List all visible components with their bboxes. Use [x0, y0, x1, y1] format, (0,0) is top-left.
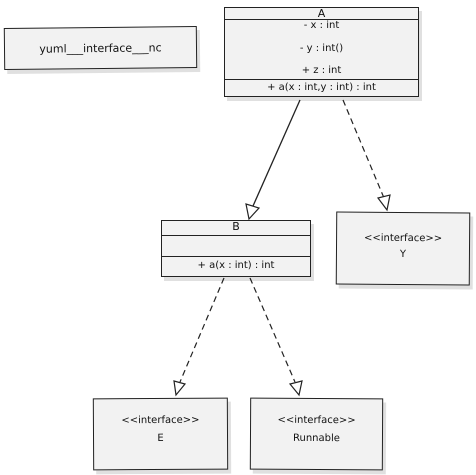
- realization-edge-b-e: [179, 277, 225, 383]
- interface-e-box: <<interface>> E: [92, 397, 229, 471]
- interface-runnable-stereotype: <<interface>>: [277, 414, 356, 427]
- interface-runnable-name: Runnable: [292, 432, 340, 445]
- class-b-name: B: [232, 220, 240, 233]
- interface-y-stereotype: <<interface>>: [363, 232, 443, 245]
- class-a-method: + a(x : int,y : int) : int: [267, 82, 376, 93]
- realization-edge-b-runnable: [249, 277, 296, 383]
- interface-e-name: E: [157, 432, 164, 445]
- class-a-divider-attrs: [225, 79, 418, 80]
- interface-e-stereotype: <<interface>>: [121, 414, 200, 427]
- inheritance-edge-a-b: [252, 99, 301, 207]
- class-a-name: A: [317, 7, 326, 20]
- class-a-box: A - x : int - y : int() + z : int + a(x …: [224, 7, 419, 97]
- class-a-attribute: - x : int: [303, 20, 340, 31]
- realization-arrowhead-y: [376, 194, 391, 212]
- inheritance-arrowhead-b: [245, 203, 261, 221]
- note-text: yuml___interface___nc: [39, 41, 162, 56]
- interface-runnable-box: <<interface>> Runnable: [249, 397, 384, 471]
- class-a-attribute: - y : int(): [299, 43, 344, 54]
- class-a-attribute: + z : int: [301, 65, 342, 76]
- class-b-box: B + a(x : int) : int: [161, 220, 311, 277]
- interface-y-box: <<interface>> Y: [335, 211, 471, 286]
- class-b-divider-attrs: [162, 256, 310, 257]
- realization-arrowhead-runnable: [288, 380, 303, 397]
- realization-arrowhead-e: [173, 380, 187, 397]
- class-a-divider-name: [225, 19, 418, 20]
- class-b-method: + a(x : int) : int: [197, 260, 275, 271]
- class-b-divider-name: [162, 235, 310, 236]
- realization-edge-a-y: [342, 99, 385, 199]
- interface-y-name: Y: [399, 248, 407, 261]
- note-box: yuml___interface___nc: [3, 25, 198, 71]
